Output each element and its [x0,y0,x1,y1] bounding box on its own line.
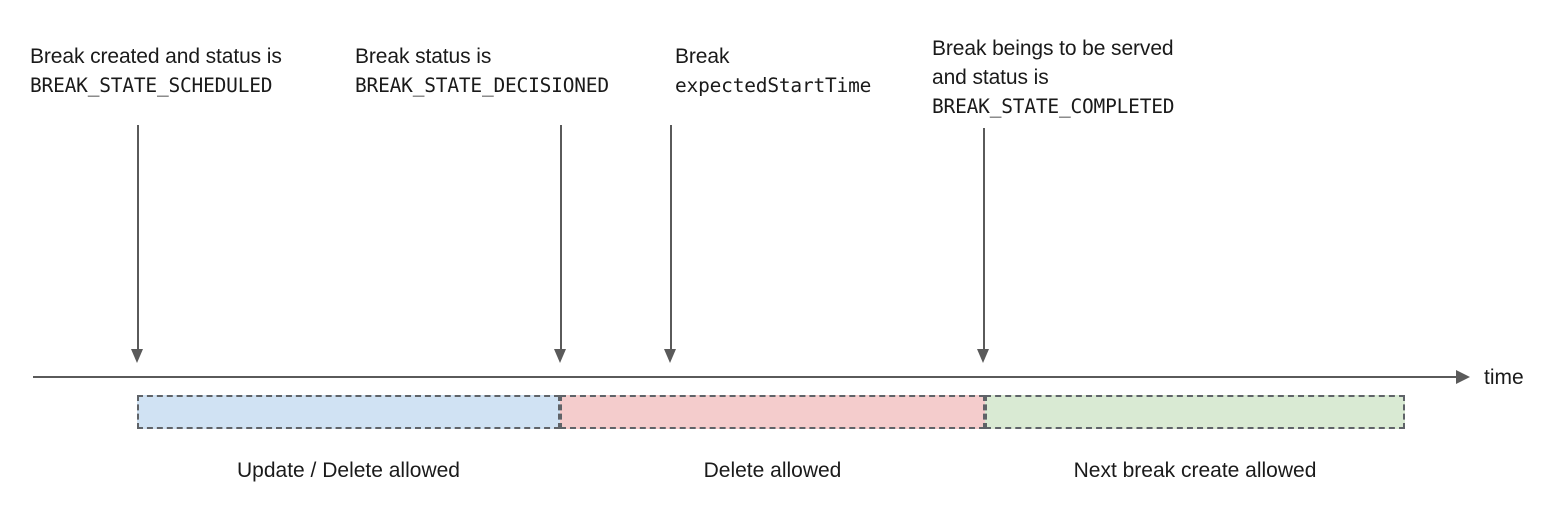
phase-caption-next-break-create: Next break create allowed [1073,459,1317,482]
axis-line [33,376,1457,378]
arrow-shaft [670,125,672,349]
event-label-break-completed: Break beings to be served and status is … [932,34,1175,121]
arrow-head-down-icon [554,349,566,363]
phase-caption-delete-only: Delete allowed [703,459,842,482]
phase-bar-update-delete [137,395,560,429]
event-arrow-break-decisioned [554,125,567,363]
time-axis-label: time [1484,366,1524,389]
time-axis [33,370,1470,384]
event-arrow-break-created [131,125,144,363]
event-label-line: Break beings to be served [932,37,1174,60]
event-label-break-created: Break created and status is BREAK_STATE_… [30,42,282,100]
event-arrow-break-expected-start [664,125,677,363]
arrow-shaft [983,128,985,349]
event-label-line: BREAK_STATE_DECISIONED [355,74,609,97]
event-label-line: Break [675,45,730,68]
event-label-line: BREAK_STATE_SCHEDULED [30,74,273,97]
event-label-line: Break status is [355,45,492,68]
arrow-head-down-icon [664,349,676,363]
event-label-line: Break created and status is [30,45,282,68]
phase-bar-next-break-create [985,395,1405,429]
event-label-line: expectedStartTime [675,74,872,97]
event-label-break-decisioned: Break status is BREAK_STATE_DECISIONED [355,42,609,100]
arrow-head-down-icon [131,349,143,363]
event-label-line: BREAK_STATE_COMPLETED [932,95,1175,118]
arrow-head-right-icon [1456,370,1470,384]
arrow-shaft [137,125,139,349]
arrow-head-down-icon [977,349,989,363]
event-label-break-expected-start: Break expectedStartTime [675,42,871,100]
event-label-line: and status is [932,66,1049,89]
phase-caption-update-delete: Update / Delete allowed [237,459,460,482]
phase-bar-delete-only [560,395,985,429]
arrow-shaft [560,125,562,349]
event-arrow-break-completed [977,128,990,363]
